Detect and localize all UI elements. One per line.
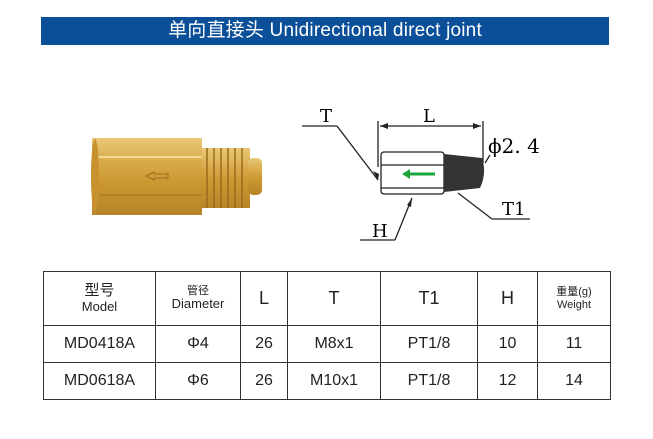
cell-l: 26 [240,325,288,363]
header-h: H [477,271,538,326]
label-h: H [372,221,388,242]
header-cn: 管径 [187,285,209,298]
cell-l: 26 [240,362,288,400]
label-t1: T1 [502,199,525,220]
cell-weight: 14 [537,362,611,400]
label-diameter: ϕ2. 4 [488,134,540,158]
header-en: Diameter [171,296,225,312]
header-t: T [287,271,381,326]
thread-icon [444,154,485,192]
cell-t: M10x1 [287,362,381,400]
cell-model: MD0618A [43,362,156,400]
flow-arrow-icon [402,169,435,179]
fitting-hex-body-icon [91,138,202,215]
label-t: T [320,106,332,127]
cell-t: M8x1 [287,325,381,363]
cell-diameter: Φ4 [155,325,241,363]
header-en: Model [81,298,118,314]
cell-diameter: Φ6 [155,362,241,400]
label-l: L [423,106,435,127]
header-weight: 重量(g)Weight [537,271,611,326]
table-row: MD0618A Φ6 26 M10x1 PT1/8 12 14 [43,362,611,400]
header-t1: T1 [380,271,478,326]
table-row: MD0418A Φ4 26 M8x1 PT1/8 10 11 [43,325,611,363]
cell-t1: PT1/8 [380,362,478,400]
header-cn: 型号 [84,282,115,300]
header-en: Weight [556,298,592,311]
header-l: L [240,271,288,326]
title-banner: 单向直接头 Unidirectional direct joint [41,17,609,45]
product-photo [91,138,262,215]
cell-weight: 11 [537,325,611,363]
cell-h: 10 [477,325,538,363]
dimension-drawing: T L ϕ2. 4 H T1 [302,106,540,242]
cell-model: MD0418A [43,325,156,363]
header-cn: 重量(g) [556,286,592,299]
cell-h: 12 [477,362,538,400]
fitting-thread-icon [200,148,262,208]
cell-t1: PT1/8 [380,325,478,363]
